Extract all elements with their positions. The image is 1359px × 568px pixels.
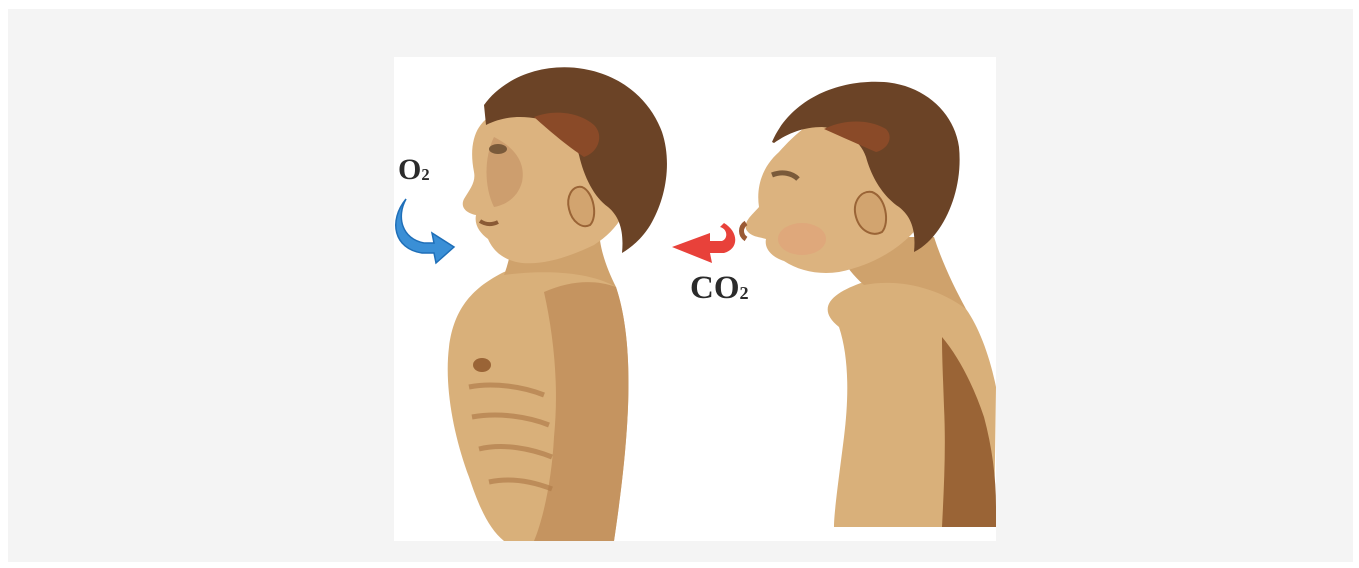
boy-exhaling-lips: [742, 223, 747, 239]
boy-inhaling-eye: [489, 144, 507, 154]
oxygen-label-subscript: 2: [421, 165, 429, 184]
breathing-illustration: O2 CO2: [394, 57, 996, 541]
carbon-dioxide-label-subscript: 2: [740, 283, 749, 303]
curved-arrow-right-icon: [396, 199, 454, 263]
boy-exhaling: [742, 82, 997, 527]
boy-inhaling: [448, 67, 667, 541]
carbon-dioxide-label: CO2: [690, 272, 749, 305]
oxygen-label: O2: [398, 155, 430, 185]
oxygen-label-text: O: [398, 153, 421, 186]
carbon-dioxide-label-text: CO: [690, 270, 740, 306]
curved-arrow-left-icon: [672, 223, 735, 263]
page-frame: O2 CO2: [8, 9, 1353, 562]
boy-inhaling-nipple: [473, 358, 491, 372]
boy-exhaling-cheek: [778, 223, 826, 255]
